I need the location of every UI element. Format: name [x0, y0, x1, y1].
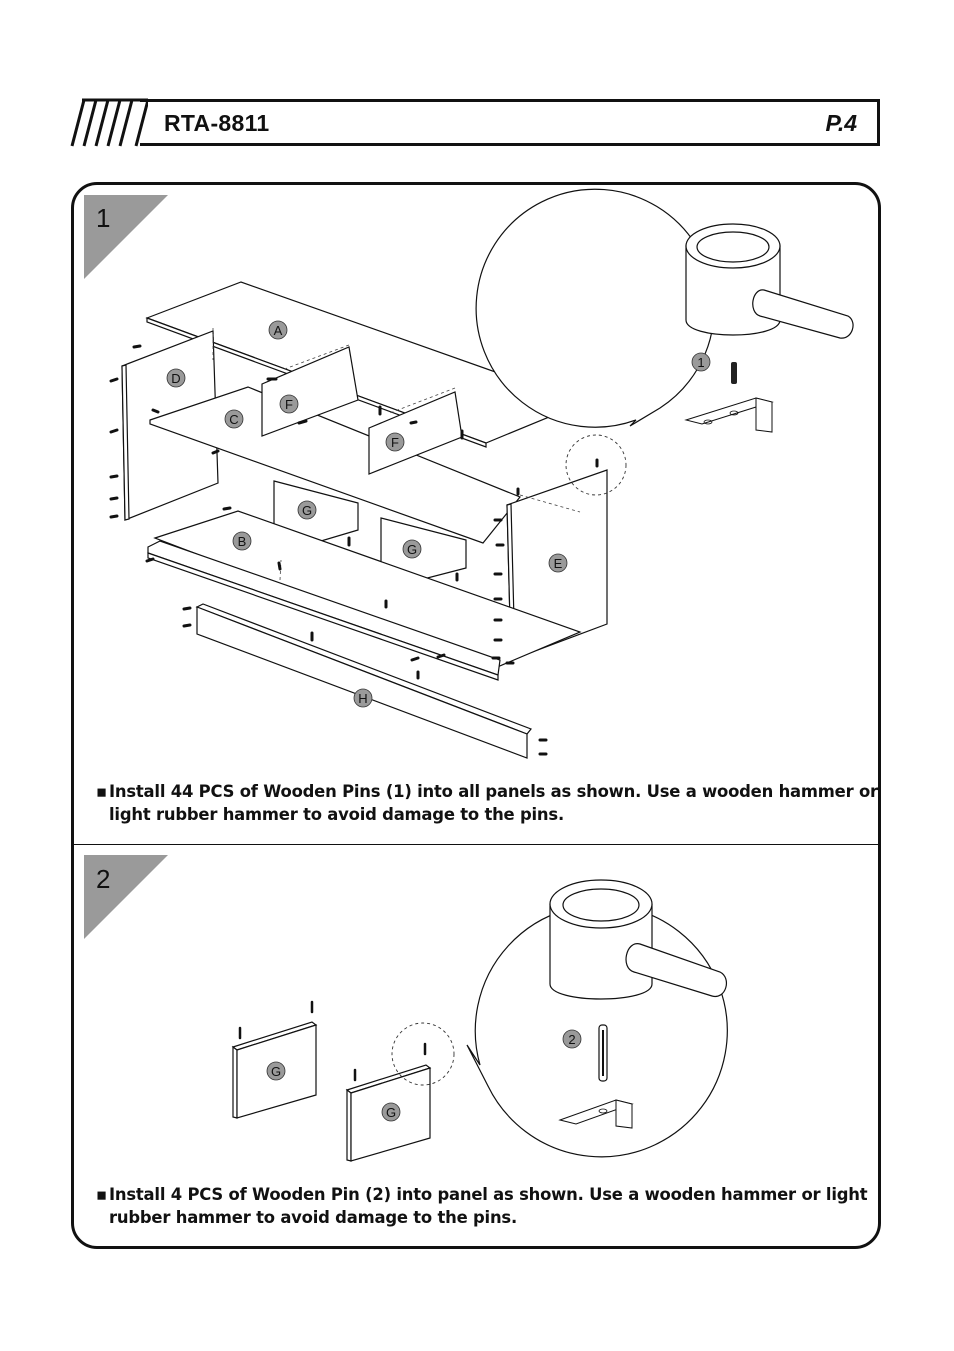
step-2-corner-triangle	[84, 855, 168, 939]
step-1-corner-triangle	[84, 195, 168, 279]
header-stripes-graphic	[70, 98, 148, 147]
bullet: ▪	[96, 782, 107, 801]
header-box	[140, 99, 880, 146]
model-number: RTA-8811	[164, 110, 270, 136]
step-2-number: 2	[96, 864, 111, 894]
step-2-instruction: ▪ Install 4 PCS of Wooden Pin (2) into p…	[96, 1183, 868, 1229]
step-1-number: 1	[96, 203, 111, 233]
instruction-frame	[71, 182, 881, 1249]
step-2-instruction-line-2: rubber hammer to avoid damage to the pin…	[109, 1208, 518, 1227]
page-number: P.4	[825, 110, 857, 136]
bullet: ▪	[96, 1185, 107, 1204]
step-2-instruction-line-1: Install 4 PCS of Wooden Pin (2) into pan…	[109, 1185, 868, 1204]
step-1-instruction-line-1: Install 44 PCS of Wooden Pins (1) into a…	[109, 782, 878, 801]
step-divider	[73, 844, 879, 845]
step-1-instruction: ▪ Install 44 PCS of Wooden Pins (1) into…	[96, 780, 878, 826]
step-1-instruction-line-2: light rubber hammer to avoid damage to t…	[109, 805, 564, 824]
